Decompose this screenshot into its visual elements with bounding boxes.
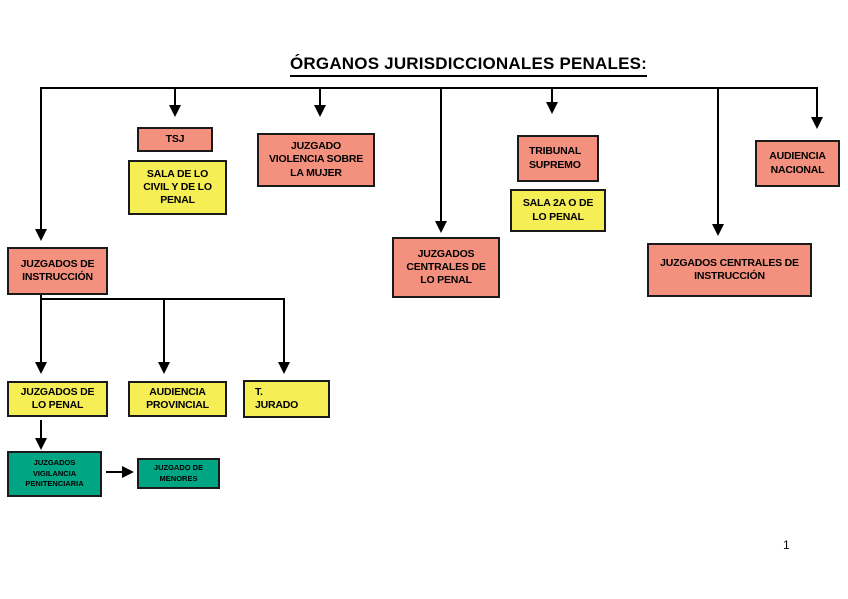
connector-line [163, 298, 165, 362]
arrow-down-icon [435, 221, 447, 233]
arrow-down-icon [278, 362, 290, 374]
arrow-down-icon [712, 224, 724, 236]
arrow-down-icon [35, 438, 47, 450]
arrow-down-icon [546, 102, 558, 114]
connector-line [319, 87, 321, 105]
arrow-down-icon [35, 362, 47, 374]
node-t-jurado: T. JURADO [243, 380, 330, 418]
arrow-down-icon [158, 362, 170, 374]
node-sala-civil-penal: SALA DE LO CIVIL Y DE LO PENAL [128, 160, 227, 215]
connector-line [106, 471, 123, 473]
connector-line [283, 298, 285, 362]
node-juzgados-instruccion: JUZGADOS DE INSTRUCCIÓN [7, 247, 108, 295]
connector-line [816, 87, 818, 117]
node-audiencia-nacional: AUDIENCIA NACIONAL [755, 140, 840, 187]
arrow-down-icon [169, 105, 181, 117]
connector-line [440, 87, 442, 221]
connector-line [40, 87, 42, 229]
node-juzgados-centrales-instruccion: JUZGADOS CENTRALES DE INSTRUCCIÓN [647, 243, 812, 297]
connector-line [40, 420, 42, 438]
connector-line [717, 87, 719, 224]
node-juzgados-penal: JUZGADOS DE LO PENAL [7, 381, 108, 417]
node-juzgado-menores: JUZGADO DE MENORES [137, 458, 220, 489]
page-title: ÓRGANOS JURISDICCIONALES PENALES: [290, 54, 648, 77]
connector-sub-horizontal [40, 298, 285, 300]
node-juzgados-vigilancia: JUZGADOS VIGILANCIA PENITENCIARIA [7, 451, 102, 497]
page-number: 1 [783, 538, 790, 552]
node-tsj: TSJ [137, 127, 213, 152]
connector-line [551, 87, 553, 102]
connector-line [40, 295, 42, 300]
arrow-right-icon [122, 466, 134, 478]
arrow-down-icon [314, 105, 326, 117]
node-tribunal-supremo: TRIBUNAL SUPREMO [517, 135, 599, 182]
connector-line [40, 298, 42, 362]
node-audiencia-provincial: AUDIENCIA PROVINCIAL [128, 381, 227, 417]
arrow-down-icon [811, 117, 823, 129]
node-sala-2a: SALA 2A O DE LO PENAL [510, 189, 606, 232]
node-juzgado-violencia: JUZGADO VIOLENCIA SOBRE LA MUJER [257, 133, 375, 187]
node-juzgados-centrales-penal: JUZGADOS CENTRALES DE LO PENAL [392, 237, 500, 298]
arrow-down-icon [35, 229, 47, 241]
connector-top-horizontal [40, 87, 818, 89]
connector-line [174, 87, 176, 105]
